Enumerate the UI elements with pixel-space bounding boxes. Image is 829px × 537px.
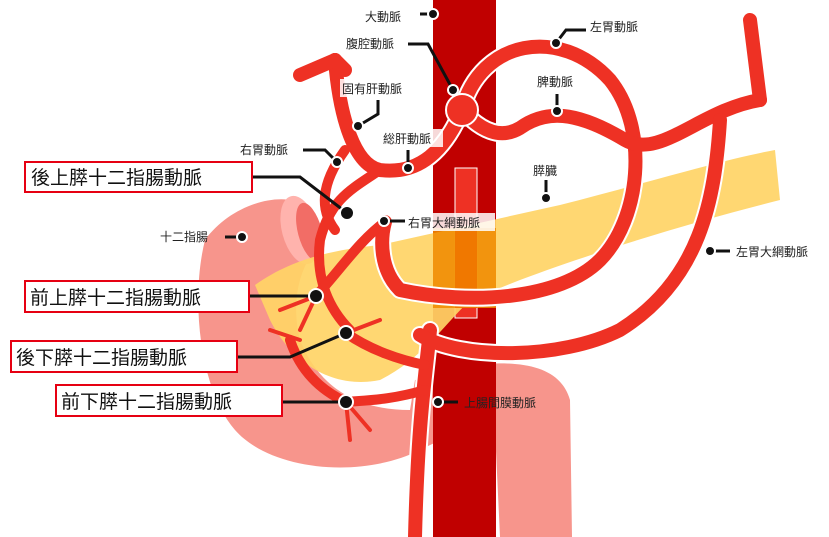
label-pancreas: 膵臓 [533, 164, 557, 178]
label-posterior-superior-pd-artery: 後上膵十二指腸動脈 [31, 167, 202, 189]
highlight-psp: 後上膵十二指腸動脈 [24, 161, 253, 193]
label-superior-mesenteric-artery: 上腸間膜動脈 [464, 396, 536, 410]
label-aorta: 大動脈 [365, 10, 401, 24]
label-anterior-inferior-pd-artery: 前下膵十二指腸動脈 [61, 391, 232, 413]
highlight-pip: 後下膵十二指腸動脈 [10, 340, 238, 373]
label-left-gastric-artery: 左胃動脈 [590, 19, 638, 34]
leaders [225, 8, 730, 410]
label-splenic-artery: 脾動脈 [537, 74, 573, 89]
highlight-asp: 前上膵十二指腸動脈 [24, 280, 250, 313]
pancreas-shape [255, 150, 780, 382]
label-right-gastroepiploic-artery: 右胃大網動脈 [408, 215, 480, 230]
left-gastric-loop [375, 39, 643, 305]
label-anterior-superior-pd-artery: 前上膵十二指腸動脈 [30, 287, 201, 309]
left-gastroepiploic-artery [413, 113, 727, 361]
label-celiac-artery: 腹腔動脈 [346, 36, 394, 51]
label-proper-hepatic-artery: 固有肝動脈 [342, 82, 402, 96]
label-posterior-inferior-pd-artery: 後下膵十二指腸動脈 [16, 347, 187, 369]
label-duodenum: 十二指腸 [160, 229, 208, 244]
superior-mesenteric-artery [408, 323, 437, 537]
splenic-artery [455, 93, 767, 152]
highlight-aip: 前下膵十二指腸動脈 [55, 384, 283, 417]
label-left-gastroepiploic-artery: 左胃大網動脈 [736, 244, 808, 259]
label-common-hepatic-artery: 総肝動脈 [383, 132, 431, 146]
arteries [268, 13, 769, 537]
label-right-gastric-artery: 右胃動脈 [240, 142, 288, 157]
